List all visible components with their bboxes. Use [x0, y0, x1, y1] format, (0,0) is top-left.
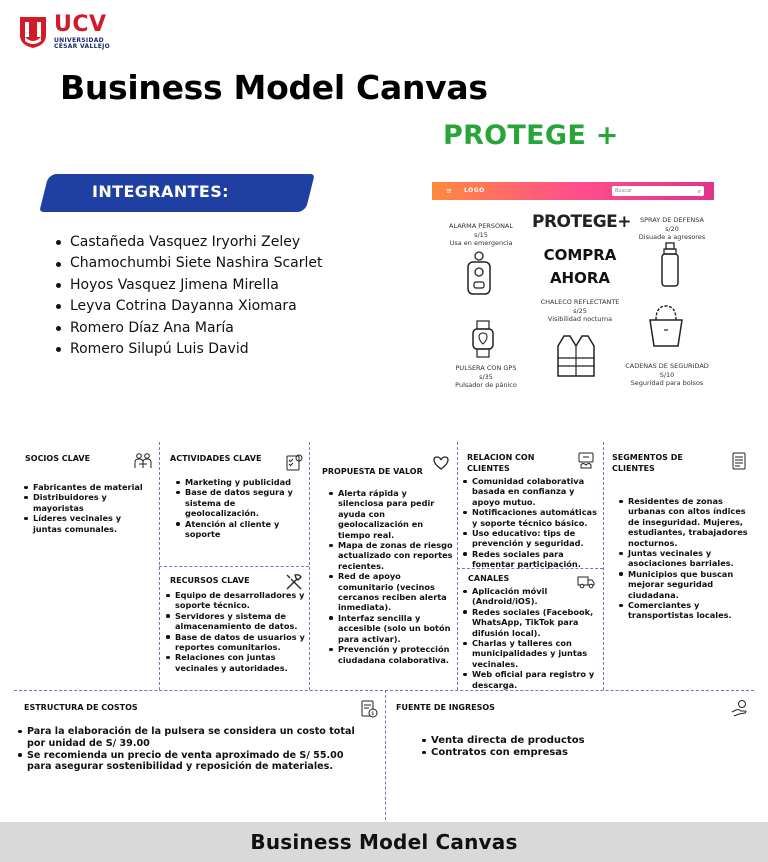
spray-icon: [661, 242, 679, 287]
list-item: Residentes de zonas urbanas con altos ín…: [617, 496, 757, 548]
ingresos-list: Venta directa de productos Contratos con…: [420, 735, 720, 759]
list-item: Alerta rápida y silenciosa para pedir ay…: [327, 488, 455, 540]
member-item: Castañeda Vasquez Iryorhi Zeley: [56, 232, 323, 253]
propuesta-list: Alerta rápida y silenciosa para pedir ay…: [327, 488, 455, 665]
list-item: Venta directa de productos: [420, 735, 720, 747]
member-item: Chamochumbi Siete Nashira Scarlet: [56, 253, 323, 274]
buy-now-button[interactable]: COMPRA AHORA: [543, 246, 617, 287]
search-icon: ⌕: [697, 188, 701, 195]
list-item: Distribuidores y mayoristas: [22, 492, 152, 513]
list-item: Mapa de zonas de riesgo actualizado con …: [327, 540, 455, 571]
propuesta-title: PROPUESTA DE VALOR: [322, 467, 423, 476]
member-item: Leyva Cotrina Dayanna Xiomara: [56, 296, 323, 317]
product-alarm[interactable]: ALARMA PERSONAL s/15 Usa en emergencia: [448, 222, 514, 247]
segmentos-title: SEGMENTOS DE CLIENTES: [612, 453, 683, 473]
recursos-title: RECURSOS CLAVE: [170, 576, 250, 585]
store-mockup: ≡ LOGO Buscar ⌕ ALARMA PERSONAL s/15 Usa…: [432, 182, 714, 390]
segmentos-list: Residentes de zonas urbanas con altos ín…: [617, 496, 757, 621]
handshake-icon: [134, 453, 152, 468]
list-item: Líderes vecinales y juntas comunales.: [22, 513, 152, 534]
costos-title: ESTRUCTURA DE COSTOS: [24, 703, 138, 712]
list-item: Redes sociales (Facebook, WhatsApp, TikT…: [461, 607, 605, 638]
member-item: Hoyos Vasquez Jimena Mirella: [56, 275, 323, 296]
canales-title: CANALES: [468, 574, 510, 583]
list-item: Charlas y talleres con municipalidades y…: [461, 638, 605, 669]
list-item: Comerciantes y transportistas locales.: [617, 600, 757, 621]
canvas-grid: SOCIOS CLAVE Fabricantes de material Dis…: [14, 442, 754, 690]
list-item: Atención al cliente y soporte: [174, 519, 304, 540]
alarm-icon: [467, 251, 491, 295]
list-item: Red de apoyo comunitario (vecinos cercan…: [327, 571, 455, 613]
product-vest[interactable]: CHALECO REFLECTANTE s/25 Visibilidad noc…: [540, 298, 620, 323]
mockup-logo: LOGO: [464, 187, 485, 194]
list-item: Aplicación móvil (Android/iOS).: [461, 586, 605, 607]
member-item: Romero Silupú Luis David: [56, 339, 323, 360]
member-item: Romero Díaz Ana María: [56, 318, 323, 339]
list-item: Contratos con empresas: [420, 747, 720, 759]
list-item: Marketing y publicidad: [174, 477, 304, 487]
integrantes-label: INTEGRANTES:: [92, 182, 229, 201]
menu-icon[interactable]: ≡: [446, 187, 452, 195]
document-icon: [732, 452, 746, 470]
project-title: PROTEGE +: [443, 120, 619, 151]
customer-relation-icon: [578, 452, 594, 469]
footer-title: Business Model Canvas: [250, 830, 518, 854]
socios-title: SOCIOS CLAVE: [25, 454, 91, 463]
list-item: Base de datos segura y sistema de geoloc…: [174, 487, 304, 518]
vest-icon: [557, 335, 595, 377]
list-item: Equipo de desarrolladores y soporte técn…: [164, 590, 306, 611]
hand-coin-icon: [731, 700, 747, 717]
socios-list: Fabricantes de material Distribuidores y…: [22, 482, 152, 534]
list-item: Juntas vecinales y asociaciones barriale…: [617, 548, 757, 569]
list-item: Redes sociales para fomentar participaci…: [461, 549, 605, 570]
relacion-title: RELACION CON CLIENTES: [467, 453, 535, 473]
list-item: Notificaciones automáticas y soporte téc…: [461, 507, 605, 528]
mockup-brand: PROTEGE+: [532, 212, 632, 232]
truck-icon: [577, 576, 595, 589]
money-document-icon: $: [361, 700, 378, 718]
relacion-list: Comunidad colaborativa basada en confian…: [461, 476, 605, 570]
list-item: Servidores y sistema de almacenamiento d…: [164, 611, 306, 632]
logo-line2: CÉSAR VALLEJO: [54, 43, 111, 50]
product-spray[interactable]: SPRAY DE DEFENSA s/20 Disuade a agresore…: [638, 216, 706, 241]
tools-icon: [286, 574, 302, 590]
bottom-vdivider: [385, 690, 386, 820]
ingresos-title: FUENTE DE INGRESOS: [396, 703, 495, 712]
product-bracelet[interactable]: PULSERA CON GPS s/35 Pulsador de pánico: [455, 364, 517, 389]
actividades-list: Marketing y publicidad Base de datos seg…: [174, 477, 304, 539]
list-item: Se recomienda un precio de venta aproxim…: [16, 750, 366, 774]
mockup-search-input[interactable]: Buscar ⌕: [612, 186, 704, 196]
ucv-shield-icon: [20, 17, 46, 48]
logo-brand: UCV: [54, 12, 107, 37]
list-item: Fabricantes de material: [22, 482, 152, 492]
bottom-divider: [14, 690, 754, 691]
list-item: Comunidad colaborativa basada en confian…: [461, 476, 605, 507]
actividades-title: ACTIVIDADES CLAVE: [170, 454, 262, 463]
product-chain[interactable]: CADENAS DE SEGURIDAD S/10 Seguridad para…: [625, 362, 709, 387]
list-item: Prevención y protección ciudadana colabo…: [327, 644, 455, 665]
svg-text:$: $: [371, 711, 374, 717]
heart-icon: [433, 456, 449, 470]
list-item: Relaciones con juntas vecinales y autori…: [164, 652, 306, 673]
logo-line1: UNIVERSIDAD: [54, 37, 104, 44]
canales-list: Aplicación móvil (Android/iOS). Redes so…: [461, 586, 605, 690]
costos-list: Para la elaboración de la pulsera se con…: [16, 726, 366, 773]
list-item: Uso educativo: tips de prevención y segu…: [461, 528, 605, 549]
list-item: Municipios que buscan mejorar seguridad …: [617, 569, 757, 600]
watch-icon: [472, 320, 494, 358]
list-item: Interfaz sencilla y accesible (solo un b…: [327, 613, 455, 644]
checklist-icon: [286, 454, 303, 471]
footer-bar: Business Model Canvas: [0, 822, 768, 862]
member-list: Castañeda Vasquez Iryorhi Zeley Chamochu…: [56, 232, 323, 360]
list-item: Para la elaboración de la pulsera se con…: [16, 726, 366, 750]
page-title: Business Model Canvas: [60, 68, 488, 107]
recursos-list: Equipo de desarrolladores y soporte técn…: [164, 590, 306, 673]
list-item: Base de datos de usuarios y reportes com…: [164, 632, 306, 653]
list-item: Web oficial para registro y descarga.: [461, 669, 605, 690]
bag-chain-icon: [649, 305, 683, 347]
ucv-logo: UCV UNIVERSIDAD CÉSAR VALLEJO: [18, 14, 110, 50]
